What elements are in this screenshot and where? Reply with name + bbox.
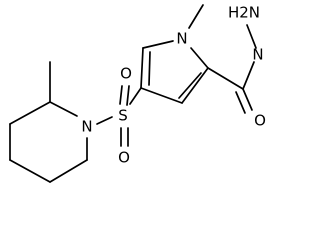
chemical-structure-diagram: N H2N N O S O O N [9,3,266,183]
bond-nh-nh2 [246,24,257,49]
bond-c2-c3-inner [178,72,202,99]
atom-label-nitrogen-pyrrole: N [176,30,187,48]
bond-carbonyl-o-double [235,91,246,114]
bond-carbonyl-o [242,88,253,111]
bond-carbonyl-nh [242,61,255,90]
atom-label-oxygen-sulfonyl-bottom: O [118,149,130,167]
bond-s-n [96,116,113,125]
bond-s-o-top-a [119,85,123,105]
atom-label-oxygen-sulfonyl-top: O [120,65,132,83]
bond-c4-c5 [140,47,144,89]
bond-c4-s [129,87,142,105]
bond-n-c2pip [49,101,78,117]
atom-label-oxygen-carbonyl: O [254,112,266,130]
bond-c4-c5-inner [148,51,151,86]
atom-label-sulfur: S [118,107,128,125]
bond-c4pip-c5pip [9,159,51,183]
bond-c2pip-c3pip [9,101,51,125]
atom-label-hydrazide-nh2: H2N [228,4,260,22]
bond-n1-c2 [190,47,209,69]
bond-n-methyl [188,4,204,29]
bond-s-o-top-b [126,85,130,106]
atom-label-nitrogen-hydrazide: N [252,46,263,64]
bond-c5-n1 [142,40,174,49]
bond-c2-carbonyl [207,67,244,90]
bond-c5pip-c6pip [49,159,88,183]
bond-c3-c4 [140,87,183,104]
bond-c2-c3 [181,67,209,104]
atom-label-nitrogen-piperidine: N [81,118,92,136]
